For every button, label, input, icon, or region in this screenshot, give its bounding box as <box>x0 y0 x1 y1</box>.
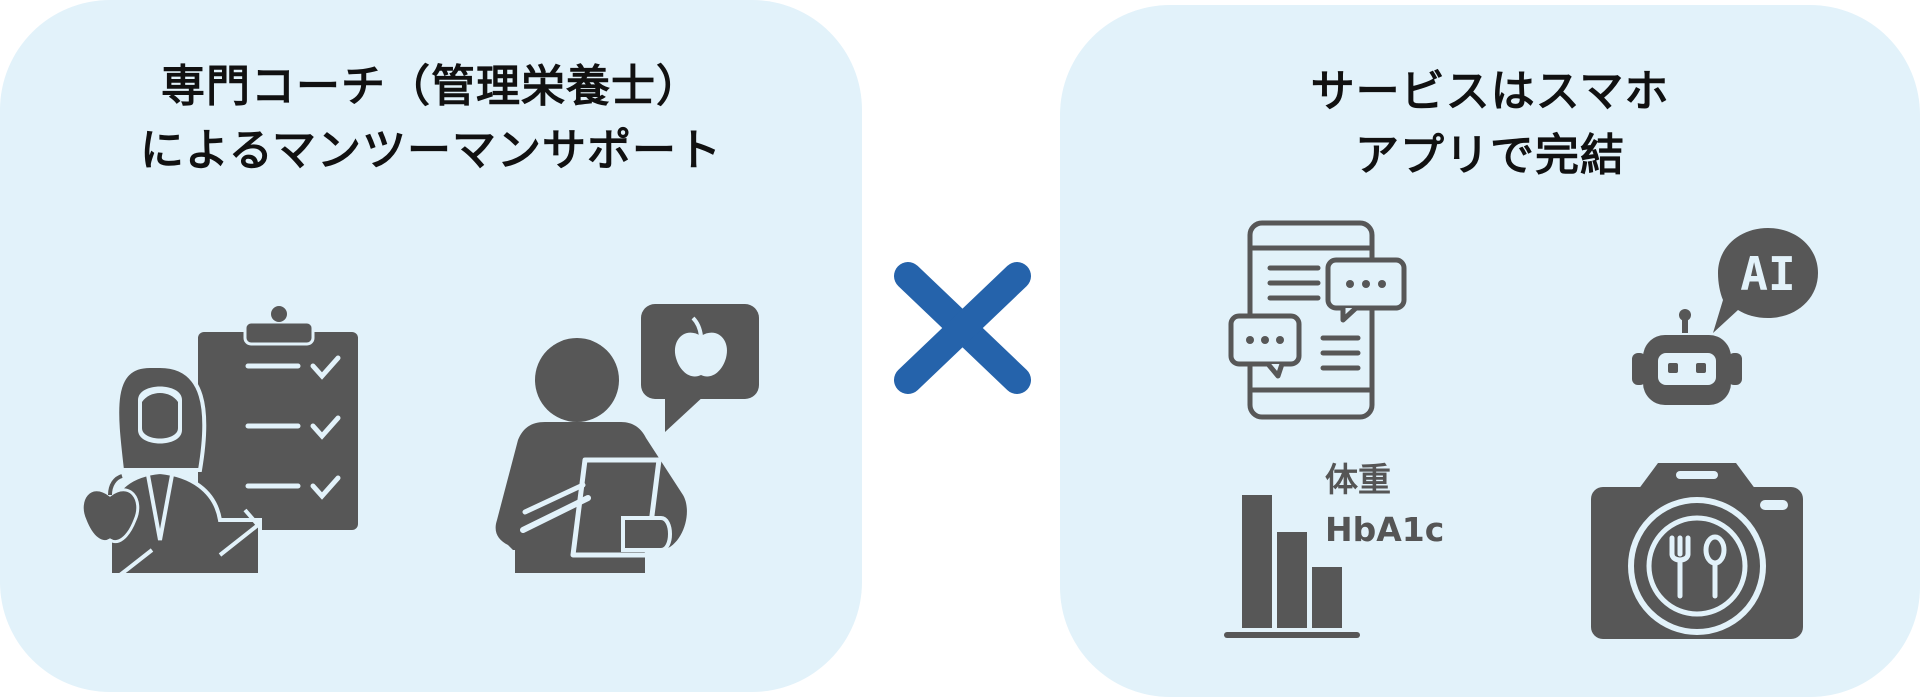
multiply-cross-icon <box>894 262 1031 394</box>
bar-3 <box>1312 567 1342 628</box>
ai-icon-letters: AI <box>1740 247 1795 301</box>
phone-chat-icon <box>1228 220 1407 420</box>
nutritionist-clipboard-icon <box>80 306 358 575</box>
ai-robot-icon: AI <box>1632 228 1818 405</box>
meal-camera-icon <box>1591 463 1803 639</box>
metric-label-hba1c: HbA1c <box>1325 510 1445 549</box>
coach-with-tablet-icon <box>495 304 759 573</box>
app-title-line-2: アプリで完結 <box>1355 130 1625 181</box>
bar-1 <box>1242 495 1272 628</box>
app-service-title: サービスはスマホ アプリで完結 <box>1060 60 1920 188</box>
metric-label-weight: 体重 <box>1325 460 1391 499</box>
app-title-line-1: サービスはスマホ <box>1310 66 1670 117</box>
coach-title-line-2: によるマンツーマンサポート <box>140 125 722 176</box>
bar-chart-icon <box>1224 495 1360 638</box>
bar-2 <box>1277 532 1307 628</box>
coach-support-title: 専門コーチ（管理栄養士） によるマンツーマンサポート <box>0 55 862 183</box>
coach-title-line-1: 専門コーチ（管理栄養士） <box>161 61 701 112</box>
coach-support-card: 専門コーチ（管理栄養士） によるマンツーマンサポート <box>0 0 862 692</box>
metric-labels: 体重 HbA1c <box>1325 455 1444 555</box>
